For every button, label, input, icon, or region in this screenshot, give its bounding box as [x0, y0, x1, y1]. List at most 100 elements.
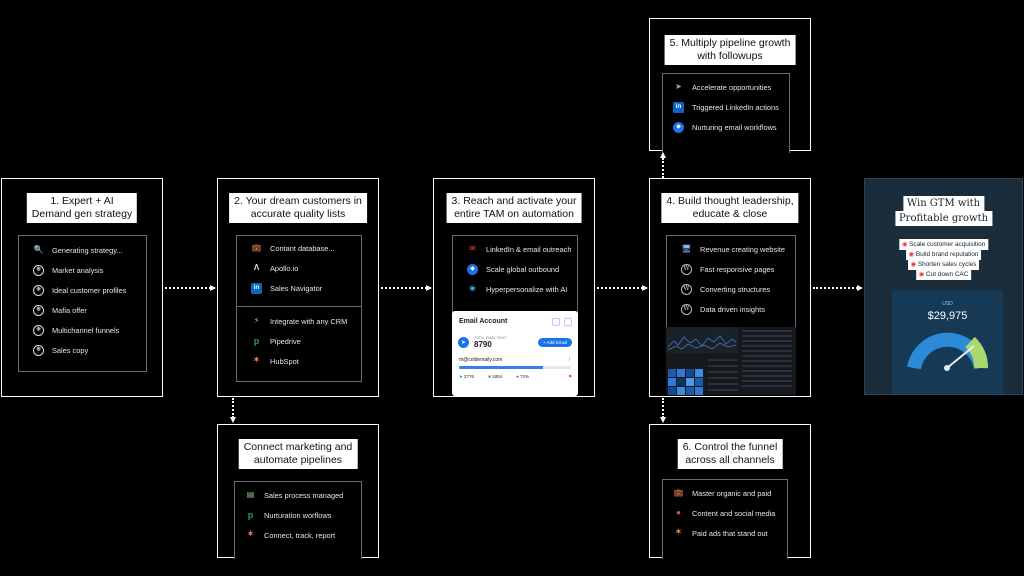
openai-icon: ❋ — [33, 304, 44, 316]
list-item: ▤Sales process managed — [246, 490, 344, 500]
connect-title: Connect marketing and automate pipelines — [238, 439, 358, 469]
list-item: 💼Master organic and paid — [673, 488, 772, 498]
list-item: ●Content and social media — [673, 503, 787, 523]
dashboard-value: $29,975 — [927, 310, 968, 322]
list-item: ✶HubSpot — [252, 355, 299, 366]
rocket-icon: ➤ — [675, 82, 682, 91]
arrow-right-icon — [857, 284, 863, 291]
wordpress-icon: W — [681, 283, 692, 295]
arrow-up-icon — [659, 152, 666, 158]
pipedrive-icon: p — [253, 335, 260, 346]
gtm-title-line2: Profitable growth — [894, 211, 993, 226]
connect-card: Connect marketing and automate pipelines… — [217, 424, 379, 559]
arrow-right-icon — [426, 284, 432, 291]
arrow-right-icon — [210, 284, 216, 291]
flag-icon: ⚑ — [567, 374, 572, 379]
monitor-icon: 🖥 — [681, 244, 692, 253]
settings-icon[interactable] — [552, 318, 560, 326]
openai-icon: ❋ — [33, 284, 44, 296]
list-item: 💼Contant database... — [251, 243, 335, 253]
list-item: ✶Paid ads that stand out — [674, 527, 768, 538]
email-icon: ✉ — [469, 244, 476, 253]
step2-title: 2. Your dream customers in accurate qual… — [229, 193, 367, 223]
hubspot-icon: ✶ — [252, 355, 261, 366]
linkedin-icon: in — [673, 101, 684, 113]
step2-card: 2. Your dream customers in accurate qual… — [217, 178, 379, 397]
connector-4-6 — [662, 398, 664, 418]
list-item: 🖥Revenue creating website — [681, 244, 786, 254]
list-item: ✶Connect, track, report — [246, 529, 336, 540]
list-item: 🔍Generating strategy... — [33, 245, 123, 255]
list-item: ❋Sales copy — [33, 340, 146, 360]
connector-1-2 — [165, 287, 211, 289]
sent-icon: ➤ — [459, 374, 463, 379]
dashboard-currency: USD — [942, 301, 953, 307]
target-icon: ◉ — [910, 261, 917, 268]
step1-title: 1. Expert + AI Demand gen strategy — [26, 193, 138, 223]
openai-icon: ❋ — [33, 344, 44, 356]
step5-card: 5. Multiply pipeline growth with followu… — [649, 18, 811, 153]
list-item: ❀Hyperpersonalize with AI — [467, 279, 577, 299]
shield-icon: ◆ — [673, 121, 684, 133]
add-email-button[interactable]: + Add Email — [537, 338, 572, 347]
step3-card: 3. Reach and activate your entire TAM on… — [433, 178, 595, 397]
target-icon: ◉ — [908, 251, 915, 258]
chart-icon: ▤ — [246, 490, 255, 499]
list-item: ◆Scale global outbound — [467, 259, 577, 279]
ai-swirl-icon: ❀ — [469, 284, 476, 293]
more-icon[interactable]: ⋮ — [567, 357, 572, 363]
step4-card: 4. Build thought leadership, educate & c… — [649, 178, 811, 397]
arrow-down-icon — [229, 417, 236, 423]
wordpress-icon: W — [681, 263, 692, 275]
shield-icon: ◆ — [467, 263, 478, 275]
arrow-down-icon — [659, 417, 666, 423]
target-icon: ◉ — [918, 271, 925, 278]
gtm-bullet: ◉ Shorten sales cycles — [907, 259, 980, 270]
pipedrive-icon: p — [247, 509, 254, 520]
list-item: ❋Mafia offer — [33, 300, 146, 320]
step1-card: 1. Expert + AI Demand gen strategy 🔍Gene… — [1, 178, 163, 397]
wordpress-icon: W — [681, 303, 692, 315]
gtm-bullet: ◉ Cut down CAC — [915, 269, 972, 280]
gtm-bullet: ◉ Build brand reputation — [905, 249, 982, 260]
list-item: ➤Accelerate opportunities — [673, 77, 789, 97]
connector-2-connect — [232, 398, 234, 418]
linkedin-icon: in — [251, 282, 262, 294]
step3-list: ✉LinkedIn & email outreach ◆Scale global… — [452, 235, 578, 315]
apollo-icon: Λ — [253, 263, 260, 272]
connector-4-gtm — [813, 287, 858, 289]
step6-list: 💼Master organic and paid ●Content and so… — [662, 479, 788, 559]
target-icon: ◉ — [901, 241, 908, 248]
gtm-title-line1: Win GTM with — [902, 196, 985, 211]
gtm-card: Win GTM with Profitable growth ◉ Scale c… — [864, 178, 1023, 395]
magnifier-icon: 🔍 — [33, 245, 44, 254]
list-item: ◆Nurturing email workflows — [673, 117, 789, 137]
hubspot-icon: ✶ — [246, 529, 255, 540]
rate-icon: ● — [516, 374, 519, 379]
export-icon[interactable] — [564, 318, 572, 326]
analytics-dashboard-image — [666, 327, 796, 395]
list-item: ✉LinkedIn & email outreach — [467, 239, 577, 259]
connector-3-4 — [597, 287, 643, 289]
step4-title: 4. Build thought leadership, educate & c… — [661, 193, 799, 223]
step3-title: 3. Reach and activate your entire TAM on… — [446, 193, 582, 223]
email-address: m@coldemaily.com — [459, 357, 503, 363]
connector-4-5 — [662, 158, 664, 178]
list-item: ❋Ideal customer profiles — [33, 280, 146, 300]
step5-title: 5. Multiply pipeline growth with followu… — [664, 35, 796, 65]
step1-list: 🔍Generating strategy... ❋Market analysis… — [18, 235, 147, 372]
arrow-right-icon — [642, 284, 648, 291]
list-item: ⚡Integrate with any CRM — [251, 311, 361, 331]
list-item: ❋Multichannel funnels — [33, 320, 146, 340]
send-progress-bar — [459, 366, 571, 369]
gtm-dashboard: USD $29,975 — [892, 290, 1003, 394]
